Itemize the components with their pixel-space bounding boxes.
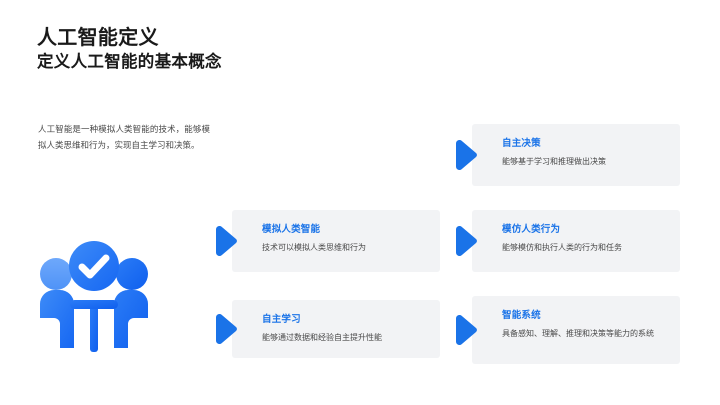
card-description: 能够模仿和执行人类的行为和任务 — [502, 243, 622, 252]
card-heading: 模拟人类智能 — [262, 224, 321, 235]
arrow-right-icon — [452, 140, 478, 170]
intro-paragraph: 人工智能是一种模拟人类智能的技术，能够模拟人类思维和行为，实现自主学习和决策。 — [38, 124, 210, 150]
arrow-right-icon — [212, 226, 238, 256]
page-subtitle: 定义人工智能的基本概念 — [37, 53, 222, 71]
arrow-right-icon — [212, 314, 238, 344]
card-simulate-intelligence[interactable]: 模拟人类智能 技术可以模拟人类思维和行为 — [216, 210, 440, 272]
slide-header: 人工智能定义 定义人工智能的基本概念 — [37, 26, 657, 73]
card-description: 具备感知、理解、推理和决策等能力的系统 — [502, 329, 654, 338]
card-mimic-behavior[interactable]: 模仿人类行为 能够模仿和执行人类的行为和任务 — [456, 210, 680, 272]
page-title: 人工智能定义 — [37, 27, 159, 49]
arrow-right-icon — [452, 315, 478, 345]
card-heading: 智能系统 — [502, 310, 541, 321]
card-autonomous-decision[interactable]: 自主决策 能够基于学习和推理做出决策 — [456, 124, 680, 186]
card-intelligent-system[interactable]: 智能系统 具备感知、理解、推理和决策等能力的系统 — [456, 296, 680, 364]
card-description: 能够通过数据和经验自主提升性能 — [262, 333, 382, 342]
card-heading: 自主决策 — [502, 138, 541, 149]
arrow-right-icon — [452, 226, 478, 256]
card-heading: 自主学习 — [262, 314, 301, 325]
people-check-icon — [28, 238, 160, 356]
card-self-learning[interactable]: 自主学习 能够通过数据和经验自主提升性能 — [216, 300, 440, 358]
card-description: 技术可以模拟人类思维和行为 — [262, 243, 366, 252]
card-heading: 模仿人类行为 — [502, 224, 561, 235]
card-description: 能够基于学习和推理做出决策 — [502, 157, 606, 166]
